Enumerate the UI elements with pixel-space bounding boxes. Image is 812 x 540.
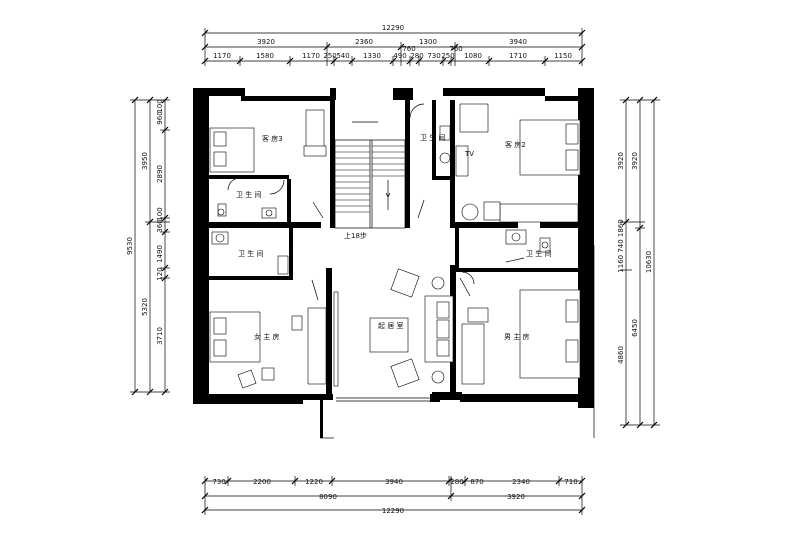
bottom-dim-1-1: 2200 (253, 478, 271, 486)
top-dim-3-7: 280 (410, 52, 423, 60)
top-dim-3-0: 1170 (213, 52, 231, 60)
right-dim-2-1: 6450 (631, 319, 639, 337)
left-dim-3-2: 360 (156, 219, 164, 232)
top-dim-2-0: 3920 (257, 38, 275, 46)
left-total-dim: 9530 (126, 237, 134, 255)
left-small-mid2-dim: 100 (156, 207, 164, 220)
left-dim-2-1: 5320 (141, 298, 149, 316)
label-tv: TV (464, 150, 474, 158)
label-living-room: 起 居 室 (378, 321, 403, 330)
bottom-dim-1-5: 870 (470, 478, 483, 486)
top-dim-3-4: 540 (336, 52, 349, 60)
top-dim-2-3: 3940 (509, 38, 527, 46)
right-dim-2-0: 3920 (631, 152, 639, 170)
bottom-dim-1-7: 710 (564, 478, 577, 486)
left-dim-2-0: 3950 (141, 152, 149, 170)
top-dim-2-2: 1300 (419, 38, 437, 46)
top-dim-3-1: 1580 (256, 52, 274, 60)
left-small-mid-dim: 120 (156, 267, 164, 280)
left-dim-3-3: 1490 (156, 245, 164, 263)
label-guest-room-3: 客 房3 (262, 134, 283, 143)
label-bath-mid-right: 卫 生 间 (526, 249, 551, 258)
bottom-dim-1-6: 2340 (512, 478, 530, 486)
bottom-total-dim: 12290 (382, 507, 404, 515)
room-labels: 客 房3 客 房2 卫 生 间 卫 生 间 卫 生 间 卫 生 间 女 主 房 … (236, 133, 551, 341)
bottom-dim-1-0: 730 (212, 478, 225, 486)
left-dim-3-4: 3710 (156, 327, 164, 345)
label-guest-room-2: 客 房2 (505, 140, 526, 149)
top-small-dim-b: 760 (449, 45, 462, 53)
bottom-dim-2-1: 3920 (507, 493, 525, 501)
label-boy-room: 男 主 房 (504, 332, 529, 341)
top-dim-2-1: 2360 (355, 38, 373, 46)
left-dim-3-1: 2890 (156, 165, 164, 183)
bottom-dim-1-4: 280 (450, 478, 463, 486)
label-bath-top-left: 卫 生 间 (236, 190, 261, 199)
top-small-dim-a: 760 (402, 45, 415, 53)
top-dim-3-6: 490 (393, 52, 406, 60)
right-dim-3-0: 3920 (617, 152, 625, 170)
top-dimension-lines: 12290 3920 2360 1300 3940 1170 1580 1170… (201, 24, 586, 66)
left-dim-3-0: 960 (156, 111, 164, 124)
furniture (209, 103, 581, 402)
label-bath-mid-left: 卫 生 间 (238, 249, 263, 258)
label-stair: 上18步 (344, 231, 367, 240)
top-total-dim: 12290 (382, 24, 404, 32)
right-mid-cluster-dim: 1160 740 1860 (617, 219, 625, 272)
label-bath-top-mid: 卫 生 间 (420, 133, 445, 142)
right-total-dim: 10630 (645, 251, 653, 273)
top-dim-3-9: 250 (441, 52, 454, 60)
top-dim-3-3: 250 (323, 52, 336, 60)
right-dimension-lines: 10630 3920 6450 3920 4860 1160 740 1860 (617, 96, 660, 429)
top-dim-3-8: 730 (427, 52, 440, 60)
bottom-dim-1-2: 1220 (305, 478, 323, 486)
left-small-top-dim: 100 (156, 99, 164, 112)
top-dim-3-11: 1710 (509, 52, 527, 60)
top-dim-3-10: 1080 (464, 52, 482, 60)
left-dimension-lines: 9530 3950 5320 960 2890 360 1490 3710 10… (126, 96, 170, 396)
top-dim-3-12: 1150 (554, 52, 572, 60)
staircase (334, 121, 406, 229)
label-girl-room: 女 主 房 (254, 332, 279, 341)
top-dim-3-5: 1330 (363, 52, 381, 60)
bottom-dimension-lines: 730 2200 1220 3940 280 870 2340 710 8090… (201, 476, 586, 515)
bottom-dim-2-0: 8090 (319, 493, 337, 501)
bottom-dim-1-3: 3940 (385, 478, 403, 486)
right-dim-3-1: 4860 (617, 346, 625, 364)
top-dim-3-2: 1170 (302, 52, 320, 60)
